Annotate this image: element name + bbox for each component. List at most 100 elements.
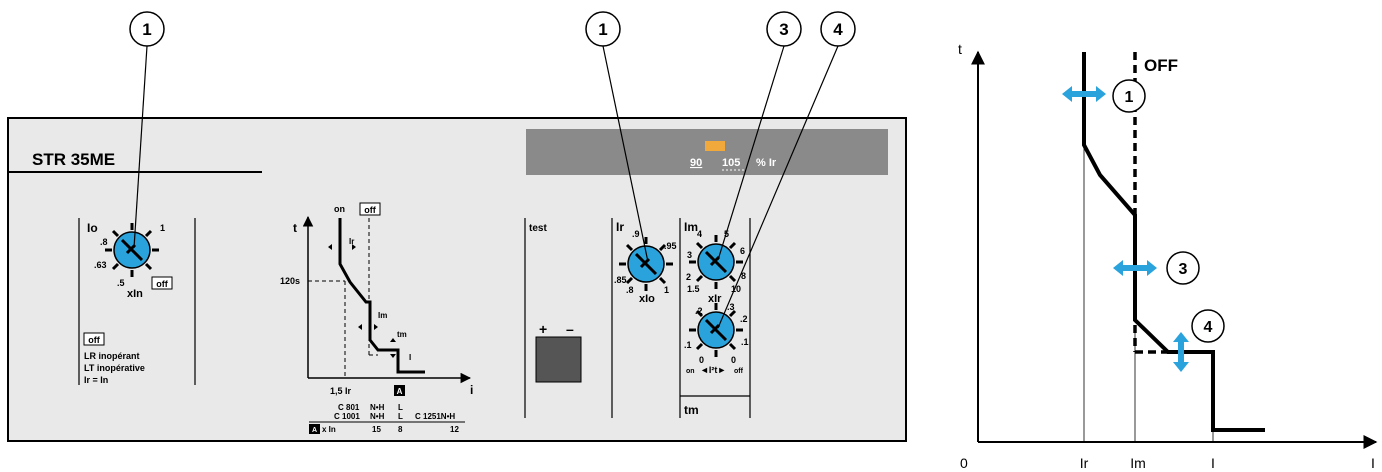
ir-scale-085: .85 <box>614 275 627 285</box>
tm-off: off <box>734 368 744 375</box>
im-scale-8: 8 <box>741 271 746 281</box>
callout-number: 1 <box>598 20 607 39</box>
curve-tick-im: Im <box>1130 455 1146 471</box>
callout-number: 3 <box>779 20 788 39</box>
tripping-curve: t I 0 Ir Im I OFF 1 3 4 <box>958 41 1378 471</box>
off-box <box>83 332 105 346</box>
im-scale-6: 6 <box>740 246 745 256</box>
indicator-led <box>705 141 725 151</box>
test-plus: + <box>539 321 547 337</box>
io-scale-05: .5 <box>117 278 125 288</box>
ir-label: Ir <box>616 220 624 234</box>
mini-t-label: t <box>293 221 297 235</box>
off-line-1: LR inopérant <box>84 351 140 361</box>
indicator-bar <box>526 129 888 175</box>
curve-origin: 0 <box>960 455 968 471</box>
im-scale-15: 1.5 <box>687 284 700 294</box>
mini-i-axis-label: i <box>470 383 473 397</box>
mini-off-label: off <box>364 205 376 215</box>
indicator-value-105: 105 <box>722 157 740 169</box>
rating-c801: C 801 <box>338 403 360 412</box>
curve-t-label: t <box>958 41 962 57</box>
mini-a-mark: A <box>397 387 403 396</box>
rating-nh-1: N•H <box>370 403 385 412</box>
tm-label: tm <box>684 403 699 417</box>
indicator-unit: % Ir <box>756 157 777 169</box>
curve-callout-3-number: 3 <box>1179 261 1188 278</box>
adjust-arrow-3 <box>1113 260 1157 276</box>
tm-scale-0-left: 0 <box>699 355 704 365</box>
off-box-label: off <box>88 335 100 345</box>
im-scale-4: 4 <box>697 229 702 239</box>
io-scale-1: 1 <box>160 223 165 233</box>
callout-1-right: 1 <box>585 11 621 47</box>
mini-on-label: on <box>334 204 345 214</box>
callout-number: 4 <box>833 20 843 39</box>
curve-callout-4 <box>1191 309 1225 343</box>
im-scale-3: 3 <box>687 250 692 260</box>
callout-3: 3 <box>766 11 802 47</box>
ir-scale-1: 1 <box>664 285 669 295</box>
mini-i-small-label: I <box>409 353 411 362</box>
off-line-2: LT inopérative <box>84 363 145 373</box>
mini-ir-label: Ir <box>349 237 354 246</box>
tm-scale-01-left: .1 <box>684 340 692 350</box>
tm-i2t: ◄I²t► <box>700 365 726 375</box>
curve-callout-1 <box>1112 79 1146 113</box>
adjust-arrow-1 <box>1062 86 1106 102</box>
rating-l-1: L <box>398 403 403 412</box>
ir-scale-08: .8 <box>626 285 634 295</box>
callout-4: 4 <box>820 11 856 47</box>
rating-l-2: L <box>398 412 403 421</box>
curve-callout-4-number: 4 <box>1204 319 1213 336</box>
rating-c1251: C 1251N•H <box>415 412 455 421</box>
mini-tm-label: tm <box>397 330 407 339</box>
rating-12: 12 <box>450 425 459 434</box>
rating-table: C 801 N•H L C 1001 N•H L C 1251N•H A x I… <box>309 403 465 434</box>
callout-number: 1 <box>142 20 151 39</box>
rating-nh-2: N•H <box>370 412 385 421</box>
ir-scale-09: .9 <box>632 229 640 239</box>
section-dividers <box>78 218 751 418</box>
curve-off-label: OFF <box>1144 56 1178 75</box>
curve-i-label: I <box>1371 455 1375 471</box>
rating-xin: x In <box>322 425 336 434</box>
callout-1-left: 1 <box>129 11 165 47</box>
io-off-box <box>151 276 173 290</box>
tm-scale-01-right: .1 <box>741 337 749 347</box>
tm-on: on <box>686 368 695 375</box>
ir-scale-095: .95 <box>664 241 677 251</box>
curve-tick-i: I <box>1211 455 1215 471</box>
leader-lines <box>133 45 839 329</box>
ir-unit: xIo <box>639 293 655 305</box>
io-scale-063: .63 <box>94 260 107 270</box>
mini-xir-label: 1,5 Ir <box>330 386 352 396</box>
io-label: Io <box>87 221 98 235</box>
rating-c1001: C 1001 <box>334 412 360 421</box>
tm-scale-03: .3 <box>727 302 735 312</box>
off-line-3: Ir = In <box>84 375 108 385</box>
im-scale-10: 10 <box>731 284 741 294</box>
test-minus: – <box>566 321 574 337</box>
io-scale-08: .8 <box>100 237 108 247</box>
test-button[interactable] <box>535 336 582 383</box>
io-unit: xIn <box>127 288 143 300</box>
rating-8: 8 <box>398 425 403 434</box>
mini-curve: t on off 120s Ir Im tm I 1,5 Ir A i <box>280 202 473 397</box>
tm-scale-02-left: .2 <box>695 306 703 316</box>
test-label: test <box>529 223 547 234</box>
rating-a-mark: A <box>312 427 317 434</box>
adjust-arrow-4 <box>1173 332 1189 372</box>
mini-120s-label: 120s <box>280 276 300 286</box>
im-unit: xIr <box>708 293 722 305</box>
tm-scale-0-right: 0 <box>731 355 736 365</box>
rating-15: 15 <box>372 425 381 434</box>
unit-title: STR 35ME <box>32 150 115 169</box>
im-scale-2: 2 <box>686 272 691 282</box>
im-label: Im <box>684 220 698 234</box>
mini-im-label: Im <box>378 311 387 320</box>
curve-callout-3 <box>1166 251 1200 285</box>
io-off-label: off <box>156 279 168 289</box>
curve-tick-ir: Ir <box>1080 455 1089 471</box>
